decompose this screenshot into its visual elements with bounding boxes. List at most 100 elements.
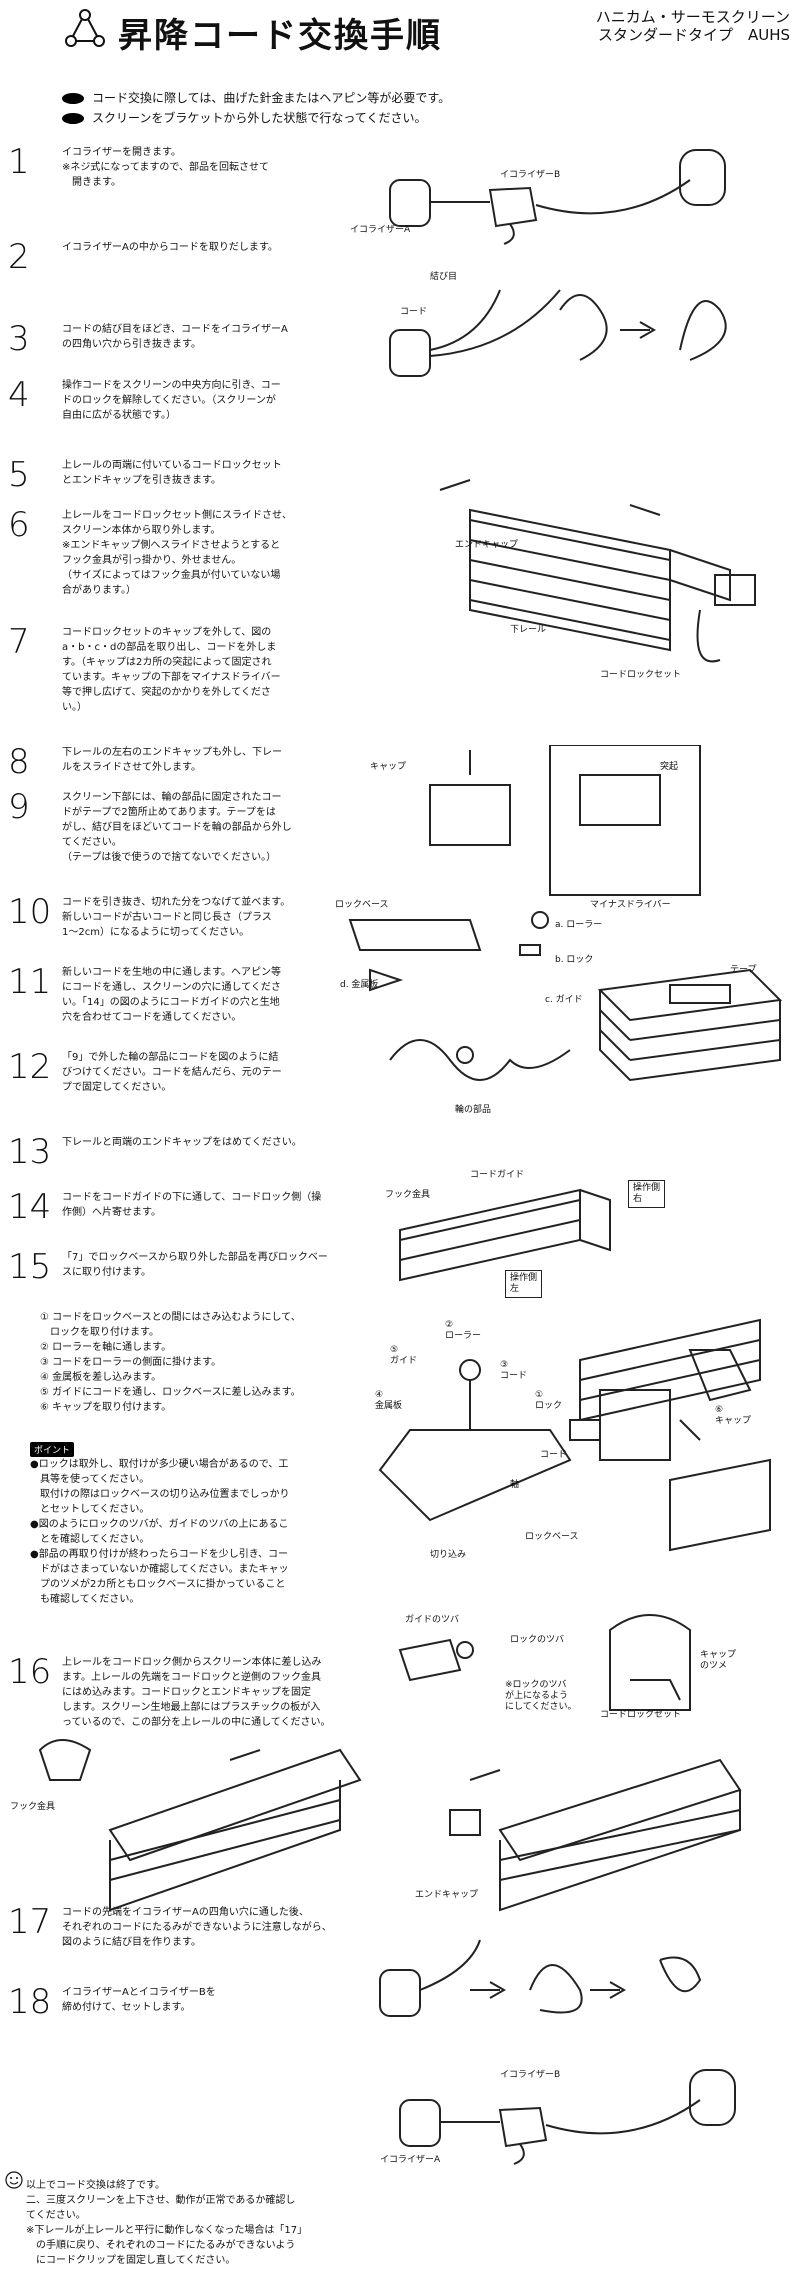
step-number: 11	[8, 962, 52, 1002]
label-knot: 結び目	[430, 272, 458, 282]
tip-item: ●ロックは取外し、取付けが多少硬い場合があるので、工 具等を使ってください。 取…	[30, 1459, 290, 1515]
step-text: 上レールをコードロックセット側にスライドさせ、 スクリーン本体から取り外します。…	[62, 510, 292, 596]
tip-item: ●部品の再取り付けが終わったらコードを少し引き、コー ドがはさまっていないか確認…	[30, 1549, 289, 1605]
label-guide-flange: ガイドのツバ	[405, 1615, 460, 1625]
step-text: 上レールの両端に付いているコードロックセット とエンドキャップを引き抜きます。	[62, 460, 282, 486]
substep-item: ③ コードをローラーの側面に掛けます。	[40, 1357, 222, 1368]
tips-badge: ポイント	[30, 1442, 75, 1457]
substep-item: ① コードをロックベースとの間にはさみ込むようにして、 ロックを取り付けます。	[40, 1312, 301, 1338]
label-cord-3: ③ コード	[500, 1360, 528, 1381]
flange-detail-illustration	[398, 1614, 691, 1711]
step-number: 9	[8, 787, 30, 827]
lockbase-parts-illustration	[348, 911, 549, 992]
step-text: 「9」で外した輪の部品にコードを図のように結 びつけてください。コードを結んだら…	[62, 1052, 282, 1093]
equalizer-illustration-bottom	[399, 2069, 736, 2165]
label-cap-claw: キャップ のツメ	[700, 1650, 737, 1671]
label-protrusion: 突起	[660, 762, 679, 772]
step-number: 5	[8, 455, 30, 495]
step-text: イコライザーAとイコライザーBを 締め付けて、セットします。	[62, 1987, 216, 2013]
label-cap-6: ⑥ キャップ	[715, 1405, 752, 1426]
step-number: 17	[8, 1902, 52, 1942]
label-lock-base: ロックベース	[335, 900, 389, 910]
step-text: 新しいコードを生地の中に通します。ヘアピン等 にコードを通し、スクリーンの穴に通…	[62, 967, 281, 1023]
label-cordlock-set: コードロックセット	[600, 670, 682, 680]
label-guide-5: ⑤ ガイド	[390, 1345, 418, 1366]
label-guide-c: c. ガイド	[545, 995, 583, 1005]
label-hook-metal: フック金具	[10, 1802, 56, 1812]
step-row: 13 下レールと両端のエンドキャップをはめてください。	[8, 1135, 362, 1169]
step-text: コードロックセットのキャップを外して、図の a・b・c・dの部品を取り出し、コー…	[62, 627, 281, 713]
knot-illustration	[389, 289, 727, 377]
label-metal-d: d. 金属板	[340, 980, 379, 990]
step-number: 13	[8, 1132, 52, 1172]
label-tape: テープ	[730, 965, 757, 975]
bullet-icon	[62, 112, 84, 124]
lockbase-assembly-illustration	[378, 1349, 771, 1552]
step-text: イコライザーを開きます。 ※ネジ式になってますので、部品を回転させて 開きます。	[62, 147, 269, 188]
step-number: 1	[8, 142, 30, 182]
step-number: 15	[8, 1247, 52, 1287]
step-number: 14	[8, 1187, 52, 1227]
label-bottom-rail: 下レール	[510, 625, 547, 635]
label-cord: コード	[400, 307, 428, 317]
cord-guide-illustration	[399, 1188, 761, 1420]
step-text: イコライザーAの中からコードを取りだします。	[62, 242, 278, 253]
label-roller-a: a. ローラー	[555, 920, 603, 930]
label-lock-flange: ロックのツバ	[510, 1635, 565, 1645]
substep-item: ⑥ キャップを取り付けます。	[40, 1402, 172, 1413]
step-row: 1 イコライザーを開きます。 ※ネジ式になってますので、部品を回転させて 開きます…	[8, 145, 362, 190]
step-number: 4	[8, 375, 30, 415]
step-text: 上レールをコードロック側からスクリーン本体に差し込み ます。上レールの先端をコー…	[62, 1657, 331, 1728]
step-row: 7 コードロックセットのキャップを外して、図の a・b・c・dの部品を取り出し、コ…	[8, 625, 362, 715]
logo-mark	[65, 9, 105, 47]
label-roller-2: ② ローラー	[445, 1320, 482, 1341]
step-number: 3	[8, 319, 30, 359]
step-number: 7	[8, 622, 30, 662]
step-text: 「7」でロックベースから取り外した部品を再びロックベー スに取り付けます。	[62, 1252, 328, 1278]
step-row: 15 「7」でロックベースから取り外した部品を再びロックベー スに取り付けます。	[8, 1250, 362, 1284]
note-item: スクリーンをブラケットから外した状態で行なってください。	[62, 108, 450, 128]
label-metal-4: ④ 金属板	[375, 1390, 403, 1411]
equalizer-illustration-top	[389, 149, 726, 245]
step-number: 12	[8, 1047, 52, 1087]
screen-tape-illustration	[597, 968, 783, 1082]
step-text: コードを引き抜き、切れた分をつなげて並べます。 新しいコードが古いコードと同じ長…	[62, 897, 291, 938]
step-text: 下レールと両端のエンドキャップをはめてください。	[62, 1137, 302, 1148]
label-hook-metal: フック金具	[385, 1190, 431, 1200]
note-item: コード交換に際しては、曲げた針金またはヘアピン等が必要です。	[62, 88, 450, 108]
bullet-icon	[62, 92, 84, 104]
label-lock-base: ロックベース	[525, 1532, 579, 1542]
substeps-list: ① コードをロックベースとの間にはさみ込むようにして、 ロックを取り付けます。 …	[40, 1310, 370, 1415]
step-number: 10	[8, 892, 52, 932]
completion-note: 以上でコード交換は終了です。 二、三度スクリーンを上下させ、動作が正常であるか確…	[26, 2180, 308, 2266]
label-equalizer-a: イコライザーA	[350, 225, 411, 235]
label-endcap: エンドキャップ	[415, 1890, 479, 1900]
rail-removal-illustration	[439, 479, 756, 663]
label-operating-side-right: 操作側 右	[628, 1180, 666, 1208]
page-title: 昇降コード交換手順	[118, 16, 442, 56]
substep-item: ④ 金属板を差し込みます。	[40, 1372, 162, 1383]
step-row: 12「9」で外した輪の部品にコードを図のように結 びつけてください。コードを結ん…	[8, 1050, 362, 1095]
substep-item: ⑤ ガイドにコードを通し、ロックベースに差し込みます。	[40, 1387, 301, 1398]
step-row: 14 コードをコードガイドの下に通して、コードロック側（操 作側）へ片寄せます。	[8, 1190, 362, 1224]
substep-item: ② ローラーを軸に通します。	[40, 1342, 172, 1353]
tips-box: ポイント ●ロックは取外し、取付けが多少硬い場合があるので、工 具等を使ってくだ…	[30, 1438, 382, 1607]
label-equalizer-a: イコライザーA	[380, 2155, 441, 2165]
step-text: コードをコードガイドの下に通して、コードロック側（操 作側）へ片寄せます。	[62, 1192, 322, 1218]
label-endcap: エンドキャップ	[455, 540, 519, 550]
label-lock-1: ① ロック	[535, 1390, 563, 1411]
prerequisite-notes: コード交換に際しては、曲げた針金またはヘアピン等が必要です。 スクリーンをブラケ…	[62, 88, 450, 128]
step-number: 6	[8, 505, 30, 545]
final-knot-illustration	[379, 1939, 702, 2017]
label-operating-side-left: 操作側 左	[505, 1270, 543, 1298]
label-cord: コード	[540, 1450, 568, 1460]
label-cordlock-set: コードロックセット	[600, 1710, 682, 1720]
step-row: 6 上レールをコードロックセット側にスライドさせ、 スクリーン本体から取り外します…	[8, 508, 362, 598]
